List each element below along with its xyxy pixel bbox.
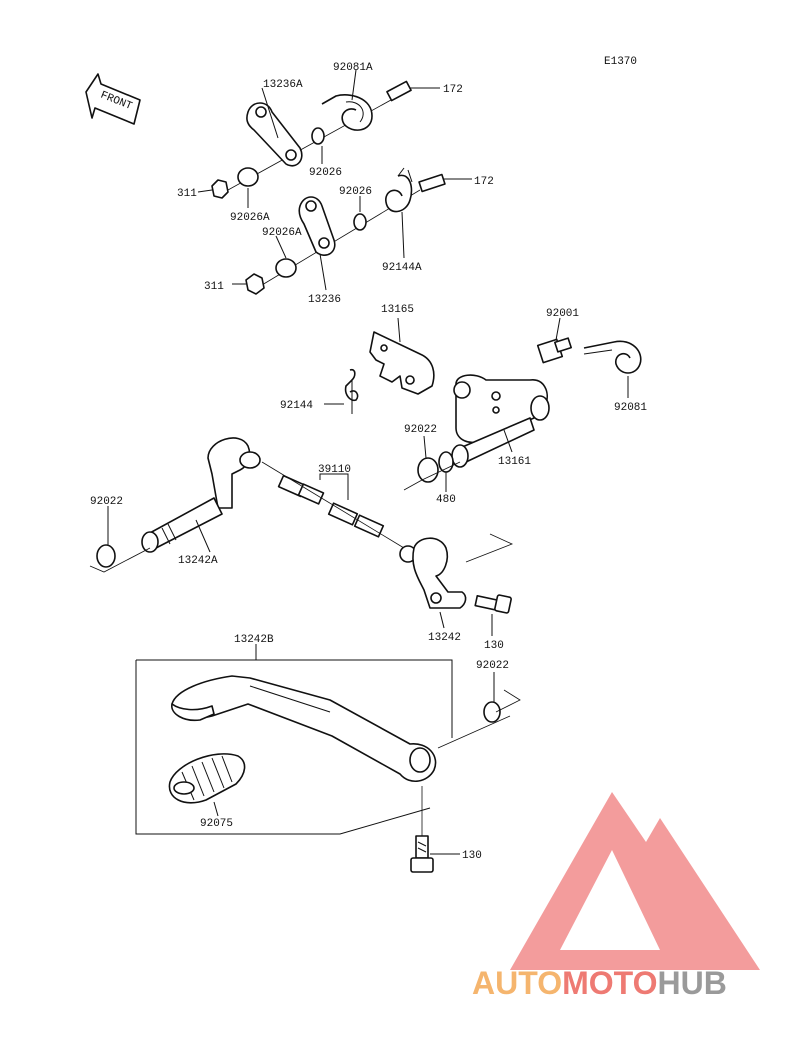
label-172-top: 172 <box>443 84 463 96</box>
label-92022-mid: 92022 <box>404 424 437 436</box>
pin-172-mid <box>418 173 472 193</box>
leader <box>351 69 357 101</box>
leader <box>197 189 213 193</box>
label-311-top: 311 <box>177 188 197 200</box>
spring-92144A <box>385 167 413 213</box>
label-172-mid: 172 <box>474 176 494 188</box>
rubber-92075 <box>168 753 246 804</box>
nut-311-top <box>211 179 229 199</box>
leader <box>401 211 405 259</box>
leader <box>195 519 211 553</box>
label-92026A-a: 92026A <box>230 212 270 224</box>
label-92081: 92081 <box>614 402 647 414</box>
leader <box>423 435 427 459</box>
label-92026-b: 92026 <box>339 186 372 198</box>
leader <box>503 429 513 453</box>
label-13242A: 13242A <box>178 555 218 567</box>
axis-line <box>495 689 521 713</box>
label-92075: 92075 <box>200 818 233 830</box>
bolt-92001 <box>536 337 573 364</box>
bolt-130-bottom <box>410 786 434 873</box>
leader <box>319 253 327 291</box>
label-92026-a: 92026 <box>309 167 342 179</box>
arm-13242A <box>141 437 261 553</box>
washer-92026-mid <box>353 213 367 231</box>
watermark-logo: AUTOMOTOHUB <box>472 792 760 1001</box>
leader <box>555 317 561 341</box>
watermark-auto: AUTO <box>472 965 562 1001</box>
nut-311-bottom <box>245 273 265 295</box>
label-92026A-b: 92026A <box>262 227 302 239</box>
washer-92022-left <box>96 544 116 568</box>
label-13161: 13161 <box>498 456 531 468</box>
label-311-bottom: 311 <box>204 281 224 293</box>
axis-line <box>403 461 461 491</box>
shaft-13161 <box>451 374 550 468</box>
axis-line <box>465 533 514 563</box>
axis-line <box>89 547 151 573</box>
pedal-arm-13242B <box>171 675 437 782</box>
label-480: 480 <box>436 494 456 506</box>
lever-13236A <box>246 102 303 167</box>
label-13236: 13236 <box>308 294 341 306</box>
plate-13165 <box>369 331 435 395</box>
label-92022-left: 92022 <box>90 496 123 508</box>
leader <box>275 235 287 259</box>
bracket <box>319 473 349 500</box>
spring-92144 <box>344 368 359 414</box>
label-92022-right: 92022 <box>476 660 509 672</box>
watermark-hub: HUB <box>657 965 726 1001</box>
axis-line <box>261 461 405 549</box>
label-130-mid: 130 <box>484 640 504 652</box>
axis-line <box>437 715 511 749</box>
label-39110: 39110 <box>318 464 351 476</box>
spring-92081A <box>321 94 373 131</box>
rod-end-13242 <box>399 537 467 609</box>
watermark-moto: MOTO <box>562 965 657 1001</box>
pin-172-top <box>386 80 440 102</box>
spring-92081 <box>583 340 642 374</box>
bolt-130-mid <box>474 594 512 614</box>
front-arrow-icon: FRONT <box>85 73 141 125</box>
washer-92026A-mid <box>275 258 297 278</box>
label-130-bottom: 130 <box>462 850 482 862</box>
washer-92022-mid <box>417 457 439 483</box>
label-13242B: 13242B <box>234 634 274 646</box>
tie-rod-39110 <box>277 474 385 538</box>
label-92081A: 92081A <box>333 62 373 74</box>
leader <box>439 611 445 629</box>
diagram-code: E1370 <box>604 56 637 68</box>
bracket-frame <box>135 660 431 835</box>
label-13236A: 13236A <box>263 79 303 91</box>
washer-92026-top <box>311 127 325 145</box>
label-13165: 13165 <box>381 304 414 316</box>
label-13242: 13242 <box>428 632 461 644</box>
leader <box>261 87 279 139</box>
label-92144: 92144 <box>280 400 313 412</box>
washer-92026A-top <box>237 167 259 187</box>
bracket-frame <box>136 659 453 738</box>
label-92001: 92001 <box>546 308 579 320</box>
label-92144A: 92144A <box>382 262 422 274</box>
svg-text:AUTOMOTOHUB: AUTOMOTOHUB <box>472 965 727 1001</box>
leader <box>397 317 401 343</box>
lever-13236 <box>298 196 336 256</box>
leader <box>213 801 219 817</box>
washer-92022-right <box>483 701 501 723</box>
